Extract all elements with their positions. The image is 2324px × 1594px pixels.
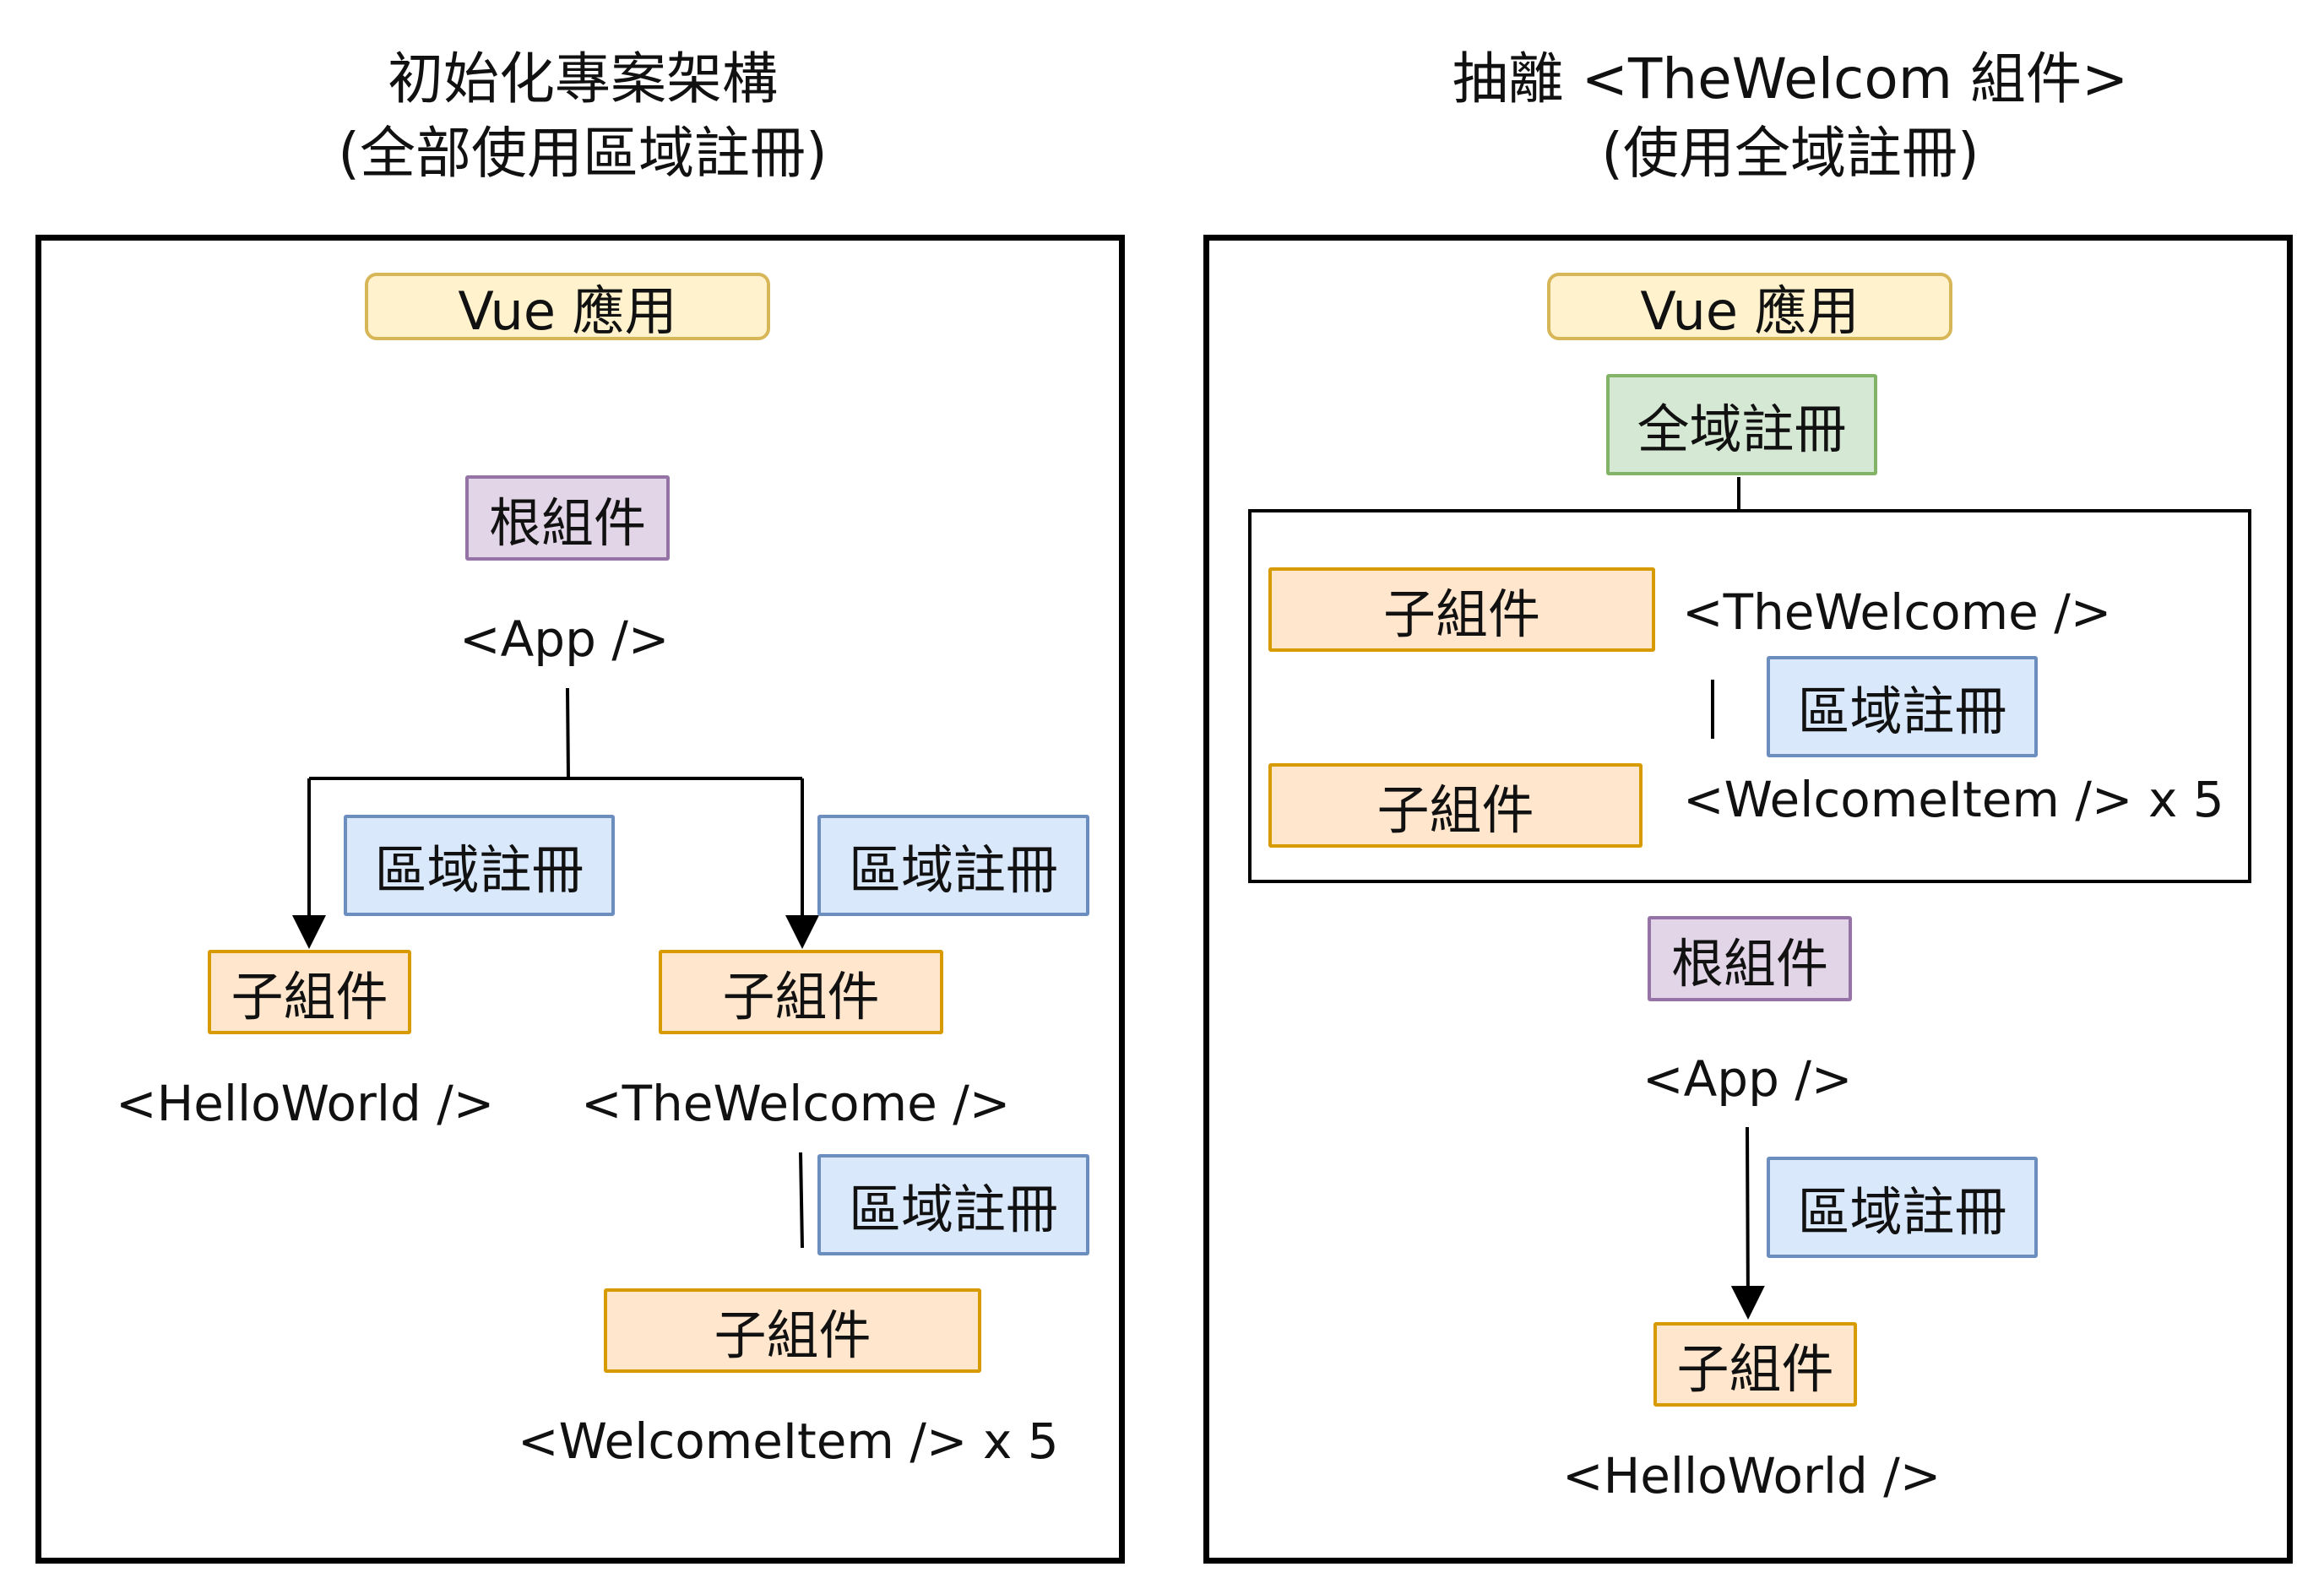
right-title: 抽離 <TheWelcom 組件> (使用全域註冊) [1385, 42, 2196, 191]
left-app-stem [566, 687, 570, 779]
right-child-welcome: 子組件 [1268, 567, 1655, 652]
right-child-item: 子組件 [1268, 763, 1643, 848]
left-app-tag: <App /> [459, 610, 670, 668]
left-item-tag: <WelcomeItem /> x 5 [518, 1412, 1059, 1470]
right-global-group [1248, 509, 2251, 883]
left-title: 初始化專案架構 (全部使用區域註冊) [253, 42, 912, 191]
left-welcome-to-item [799, 1152, 804, 1249]
left-child-welcome: 子組件 [659, 950, 943, 1034]
left-child-item: 子組件 [604, 1288, 981, 1373]
right-item-tag: <WelcomeItem /> x 5 [1683, 771, 2224, 828]
right-root-component-box: 根組件 [1648, 916, 1852, 1001]
right-hello-tag: <HelloWorld /> [1562, 1447, 1941, 1505]
right-arrow-to-hello [1730, 1126, 1765, 1320]
right-title-line2: (使用全域註冊) [1601, 121, 1979, 186]
left-title-line2: (全部使用區域註冊) [338, 121, 828, 186]
right-global-reg-box: 全域註冊 [1606, 374, 1877, 475]
left-local-reg-welcome: 區域註冊 [817, 815, 1089, 916]
left-title-line1: 初始化專案架構 [388, 46, 778, 111]
right-welcome-tag: <TheWelcome /> [1682, 583, 2112, 641]
left-child-hello: 子組件 [208, 950, 411, 1034]
left-hello-tag: <HelloWorld /> [116, 1075, 495, 1132]
left-root-component-box: 根組件 [465, 475, 670, 561]
left-vue-app-box: Vue 應用 [365, 273, 770, 342]
right-child-hello: 子組件 [1653, 1322, 1857, 1407]
right-local-reg-item: 區域註冊 [1767, 656, 2038, 757]
left-local-reg-hello: 區域註冊 [344, 815, 615, 916]
right-local-reg-hello: 區域註冊 [1767, 1157, 2038, 1258]
right-app-tag: <App /> [1643, 1050, 1853, 1108]
left-welcome-tag: <TheWelcome /> [581, 1075, 1011, 1132]
right-vue-app-box: Vue 應用 [1547, 273, 1952, 342]
left-local-reg-item: 區域註冊 [817, 1154, 1089, 1255]
right-title-line1: 抽離 <TheWelcom 組件> [1452, 46, 2129, 111]
